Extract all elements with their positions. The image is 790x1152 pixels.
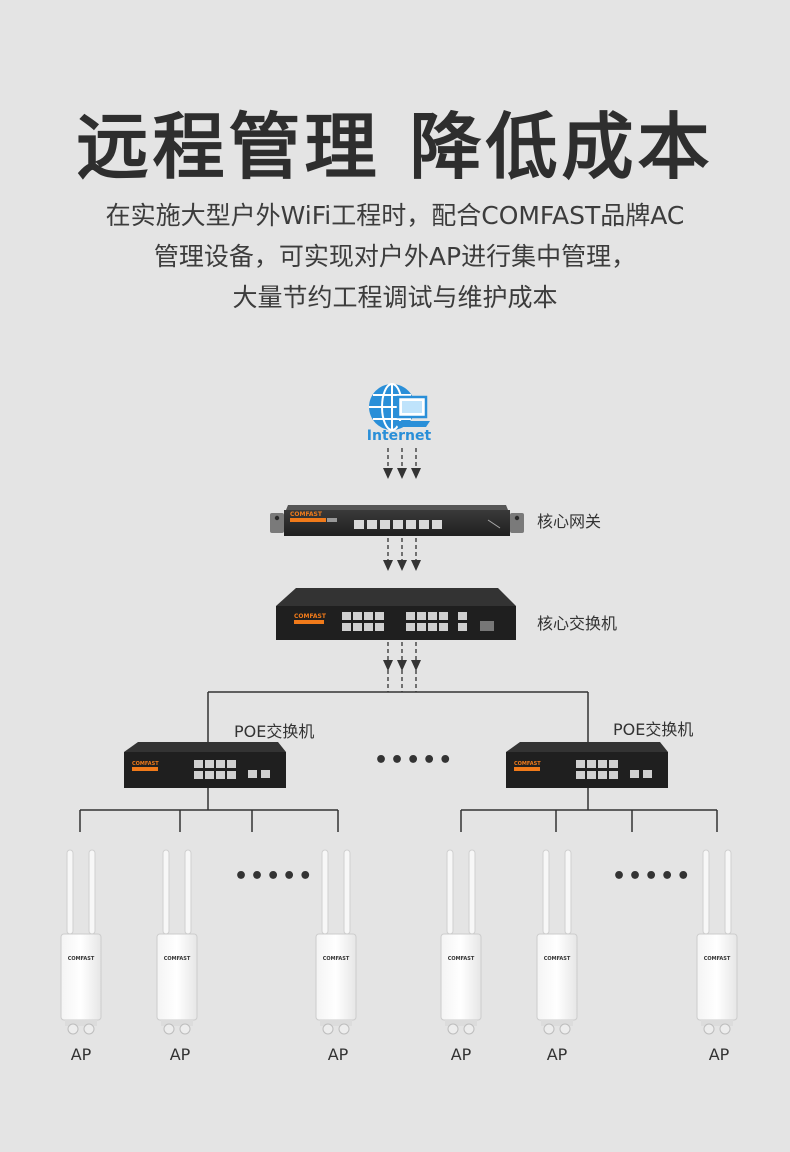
- core-switch-brand-logo: COMFAST: [294, 613, 327, 620]
- access-point-5: COMFAST: [536, 849, 578, 1035]
- antenna: [66, 849, 74, 935]
- internet-globe-icon: [369, 383, 415, 431]
- antenna: [162, 849, 170, 935]
- gateway-brand-logo: COMFAST: [290, 511, 323, 518]
- link-internet-gateway-arrows: [383, 468, 421, 479]
- antenna: [542, 849, 550, 935]
- ap-body: [440, 933, 482, 1021]
- access-point-2: COMFAST: [156, 849, 198, 1035]
- ap-brand-logo: COMFAST: [164, 956, 191, 962]
- core-switch-device: [276, 588, 516, 640]
- ellipsis-ap-right: •••••: [612, 864, 693, 889]
- ap-base: [541, 1020, 573, 1026]
- antenna: [702, 849, 710, 935]
- poe-switch-left-label: POE交换机: [234, 722, 315, 741]
- ap-body: [315, 933, 357, 1021]
- ap-connector: [703, 1023, 715, 1035]
- description-line-1: 在实施大型户外WiFi工程时，配合COMFAST品牌AC: [105, 201, 685, 230]
- antenna: [564, 849, 572, 935]
- ap-base: [320, 1020, 352, 1026]
- access-point-6: COMFAST: [696, 849, 738, 1035]
- poe-left-brand-logo: COMFAST: [132, 761, 159, 767]
- ap-connector: [179, 1023, 191, 1035]
- ap-connector: [447, 1023, 459, 1035]
- ap-connector: [338, 1023, 350, 1035]
- core-switch-label: 核心交换机: [537, 614, 618, 633]
- ap-brand-logo: COMFAST: [68, 956, 95, 962]
- antenna: [343, 849, 351, 935]
- ap-connector: [83, 1023, 95, 1035]
- link-gateway-core: [387, 538, 417, 562]
- ap-brand-logo: COMFAST: [544, 956, 571, 962]
- access-point-1: COMFAST: [60, 849, 102, 1035]
- ellipsis-ap-left: •••••: [234, 864, 315, 889]
- gateway-label: 核心网关: [537, 512, 602, 531]
- ap-fanout-left: [79, 788, 339, 832]
- link-core-distribution-arrows: [383, 660, 421, 671]
- ap-connector: [559, 1023, 571, 1035]
- access-points: COMFAST COMFAST COMFAST COMFAST COMFAST COMFA…: [60, 849, 738, 1035]
- ap-body: [536, 933, 578, 1021]
- antenna: [88, 849, 96, 935]
- description-line-2: 管理设备，可实现对户外AP进行集中管理，: [153, 242, 637, 271]
- antenna: [446, 849, 454, 935]
- antenna: [184, 849, 192, 935]
- ap-body: [696, 933, 738, 1021]
- ap-connector: [463, 1023, 475, 1035]
- access-point-3: COMFAST: [315, 849, 357, 1035]
- page-title: 远程管理 降低成本: [76, 105, 714, 189]
- ap-connector: [322, 1023, 334, 1035]
- ap-brand-logo: COMFAST: [448, 956, 475, 962]
- ap-brand-logo: COMFAST: [323, 956, 350, 962]
- poe-right-brand-logo: COMFAST: [514, 761, 541, 767]
- ap-fanout-right: [460, 788, 718, 832]
- ap-base: [65, 1020, 97, 1026]
- ap-label-3: AP: [327, 1045, 349, 1064]
- poe-switch-right-device: [506, 742, 668, 788]
- antenna: [321, 849, 329, 935]
- ap-body: [156, 933, 198, 1021]
- ap-base: [161, 1020, 193, 1026]
- laptop-icon: [394, 395, 430, 427]
- ap-body: [60, 933, 102, 1021]
- ap-label-4: AP: [450, 1045, 472, 1064]
- antenna: [468, 849, 476, 935]
- poe-switch-left-device: [124, 742, 286, 788]
- internet-label: Internet: [366, 428, 432, 444]
- ap-label-6: AP: [708, 1045, 730, 1064]
- ap-label-1: AP: [70, 1045, 92, 1064]
- ellipsis-switches: •••••: [374, 748, 455, 773]
- ap-connector: [543, 1023, 555, 1035]
- ap-label-2: AP: [169, 1045, 191, 1064]
- ap-base: [701, 1020, 733, 1026]
- poe-switch-right-label: POE交换机: [613, 720, 694, 739]
- ap-base: [445, 1020, 477, 1026]
- distribution-bus: [207, 691, 589, 744]
- link-internet-gateway: [387, 448, 417, 470]
- core-gateway-device: [270, 505, 524, 536]
- link-gateway-core-arrows: [383, 560, 421, 571]
- ap-label-5: AP: [546, 1045, 568, 1064]
- ap-connector: [719, 1023, 731, 1035]
- antenna: [724, 849, 732, 935]
- ap-connector: [163, 1023, 175, 1035]
- ap-brand-logo: COMFAST: [704, 956, 731, 962]
- access-point-4: COMFAST: [440, 849, 482, 1035]
- description-line-3: 大量节约工程调试与维护成本: [232, 283, 558, 312]
- ap-connector: [67, 1023, 79, 1035]
